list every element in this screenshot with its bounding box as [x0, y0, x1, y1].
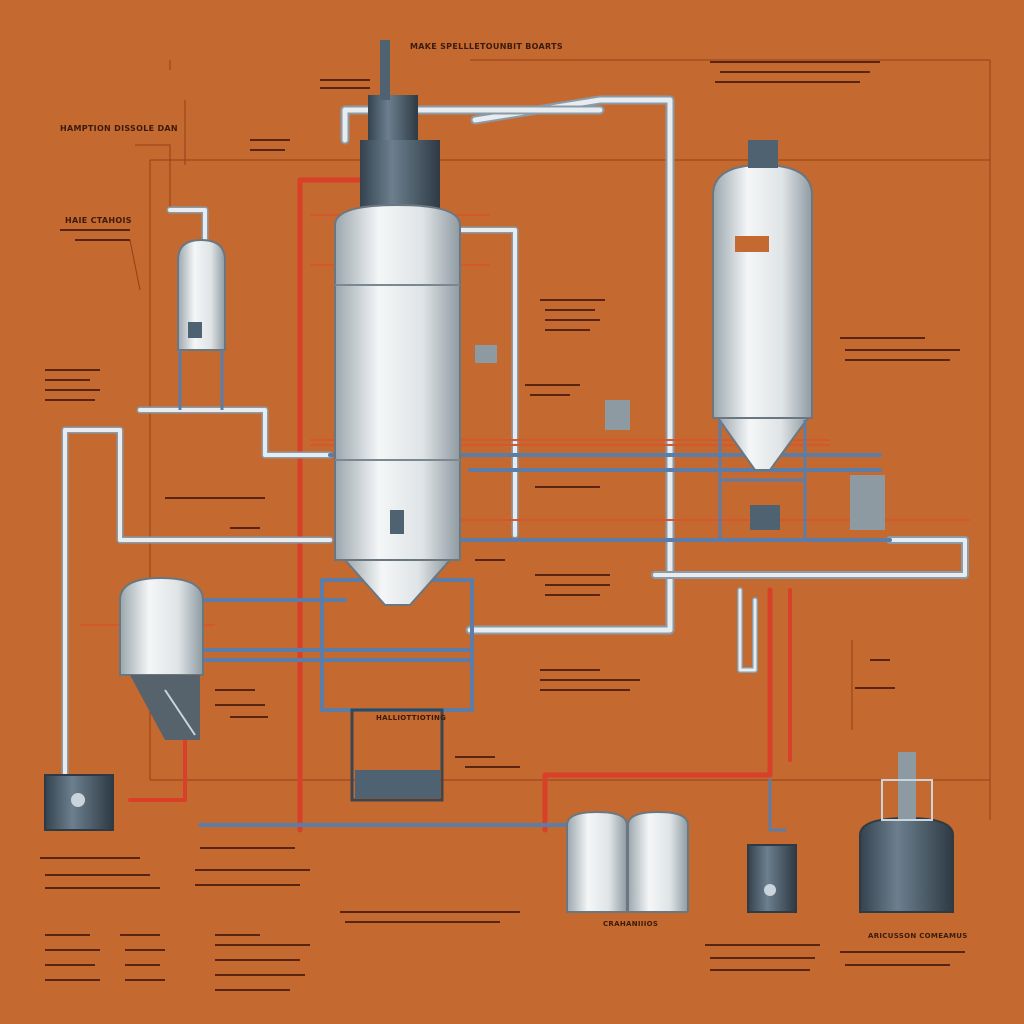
annotation-lines: [40, 61, 965, 991]
twin-tanks-icon: [566, 810, 689, 913]
control-box-icon: [44, 345, 885, 831]
storage-silo-icon: [712, 140, 813, 540]
title-label: MAKE SPELLLETOUNBIT BOARTS: [410, 42, 563, 51]
pipe-network: [61, 95, 969, 833]
left-mid-label: HAIE CTAHOIS: [65, 216, 132, 225]
left-small-tank-icon: [177, 238, 226, 410]
reactor-icon: [859, 752, 954, 913]
main-column-tank-icon: [320, 40, 474, 802]
lower-left-tank-icon: [119, 576, 204, 740]
left-top-label: HAMPTION DISSOLE DAN: [60, 124, 178, 133]
cabinet-icon: [747, 844, 797, 913]
bottom-right-tank-label: CRAHANIIIOS: [603, 920, 659, 928]
bottom-center-label: HALLIOTTIOTING: [376, 714, 447, 722]
bottom-right-label: ARICUSSON COMEAMUS: [868, 932, 968, 940]
